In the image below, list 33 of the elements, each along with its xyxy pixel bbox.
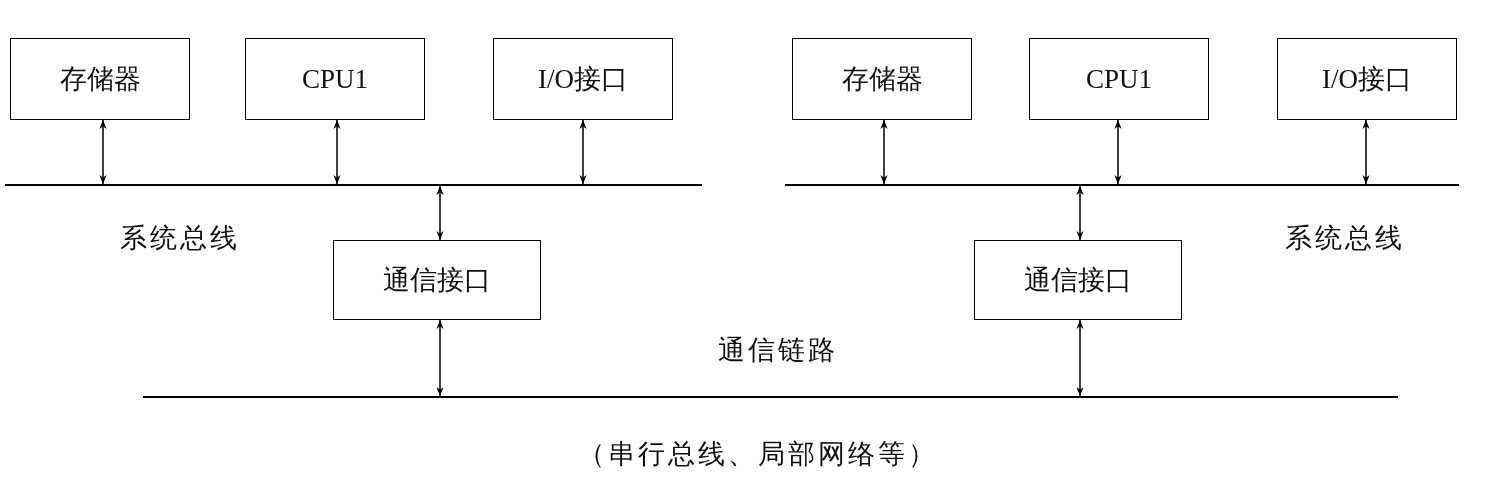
box-label: I/O接口 xyxy=(1322,63,1412,96)
double-arrow xyxy=(579,119,587,185)
component-box xyxy=(1277,38,1457,120)
component-box xyxy=(333,240,541,320)
box-label: 存储器 xyxy=(59,63,141,96)
box-label: I/O接口 xyxy=(538,63,628,96)
bus-label: （串行总线、局部网络等） xyxy=(578,438,938,471)
double-arrow xyxy=(1076,319,1084,397)
bus-label: 系统总线 xyxy=(1285,222,1405,255)
component-box xyxy=(1029,38,1209,120)
bus-line xyxy=(785,184,1459,186)
component-box xyxy=(792,38,972,120)
bus-line xyxy=(143,396,1398,398)
bus-label: 通信链路 xyxy=(718,334,838,367)
bus-line xyxy=(5,184,702,186)
double-arrow xyxy=(880,119,888,185)
box-label: 通信接口 xyxy=(383,264,491,297)
box-label: CPU1 xyxy=(1086,63,1152,95)
double-arrow xyxy=(436,185,444,241)
component-box xyxy=(974,240,1182,320)
box-label: 通信接口 xyxy=(1024,264,1132,297)
component-box xyxy=(493,38,673,120)
double-arrow xyxy=(1362,119,1370,185)
box-label: 存储器 xyxy=(841,63,923,96)
double-arrow xyxy=(436,319,444,397)
box-label: CPU1 xyxy=(302,63,368,95)
bus-label: 系统总线 xyxy=(120,222,240,255)
double-arrow xyxy=(1114,119,1122,185)
component-box xyxy=(10,38,190,120)
double-arrow xyxy=(99,119,107,185)
component-box xyxy=(245,38,425,120)
double-arrow xyxy=(1076,185,1084,241)
double-arrow xyxy=(333,119,341,185)
